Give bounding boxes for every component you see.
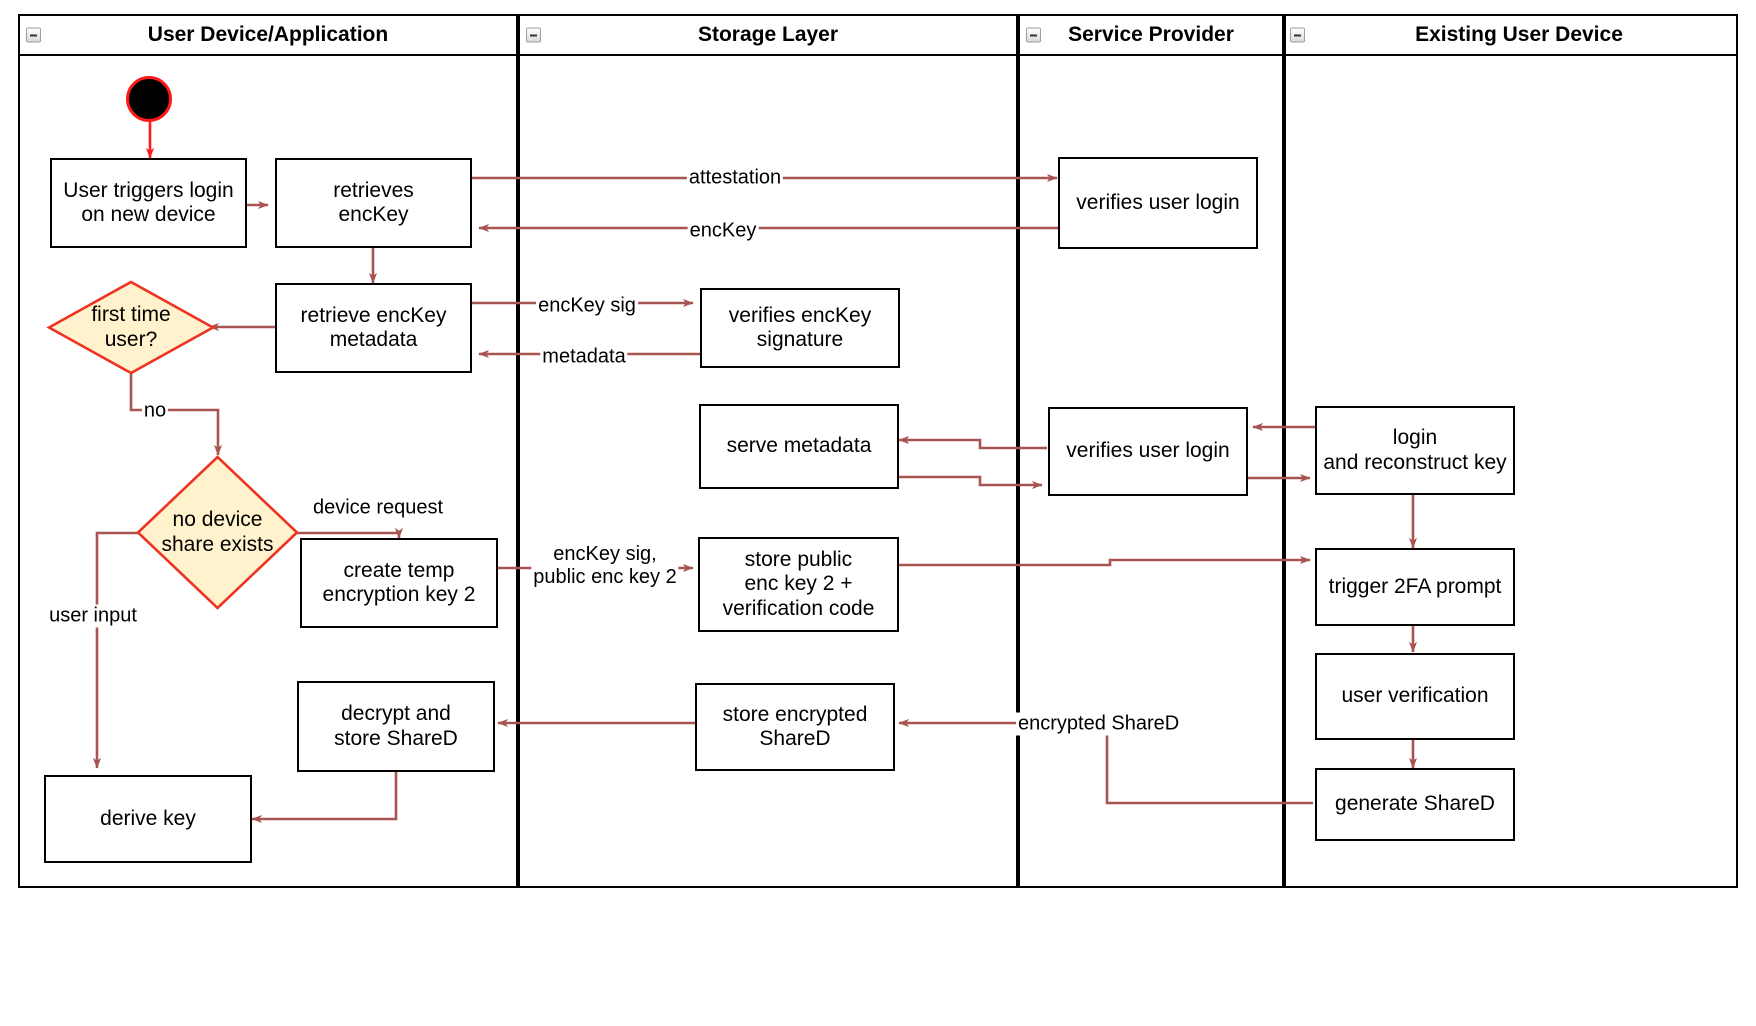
lane-header-user-device[interactable]: User Device/Application (18, 14, 518, 56)
activity-store-encrypted-shared[interactable]: store encrypted ShareD (695, 683, 895, 771)
activity-verifies-enckey-signature[interactable]: verifies encKey signature (700, 288, 900, 368)
activity-serve-metadata[interactable]: serve metadata (699, 404, 899, 489)
collapse-icon-storage[interactable] (526, 27, 541, 43)
collapse-icon-user-device[interactable] (26, 27, 41, 43)
activity-user-verification[interactable]: user verification (1315, 653, 1515, 740)
lane-title-user-device: User Device/Application (147, 23, 389, 46)
activity-trigger-2fa-prompt[interactable]: trigger 2FA prompt (1315, 548, 1515, 626)
activity-store-public-enc-key-2[interactable]: store public enc key 2 + verification co… (698, 537, 899, 632)
edge-label-no: no (141, 399, 169, 423)
lane-header-service[interactable]: Service Provider (1018, 14, 1284, 56)
activity-decrypt-and-store-shared[interactable]: decrypt and store ShareD (297, 681, 495, 772)
edge-label-enckey-sig: encKey sig (536, 294, 638, 318)
activity-generate-shared[interactable]: generate ShareD (1315, 768, 1515, 841)
lane-title-service: Service Provider (1068, 23, 1234, 46)
edge-label-device-request: device request (310, 496, 446, 520)
edge-label-encrypted-shared: encrypted ShareD (1016, 712, 1182, 736)
activity-retrieve-enckey-metadata[interactable]: retrieve encKey metadata (275, 283, 472, 373)
decision-no-device-share-exists[interactable]: no device share exists (136, 455, 299, 610)
lane-header-storage[interactable]: Storage Layer (518, 14, 1018, 56)
activity-verifies-user-login-2[interactable]: verifies user login (1048, 407, 1248, 496)
lane-header-existing-device[interactable]: Existing User Device (1284, 14, 1738, 56)
activity-create-temp-encryption-key-2[interactable]: create temp encryption key 2 (300, 538, 498, 628)
lane-title-storage: Storage Layer (697, 23, 839, 46)
edge-label-enckey-sig-public-enc-key-2: encKey sig, public enc key 2 (531, 543, 679, 589)
edge-label-user-input: user input (47, 604, 139, 628)
activity-retrieves-enckey[interactable]: retrieves encKey (275, 158, 472, 248)
start-node (126, 76, 172, 122)
edge-label-metadata: metadata (540, 345, 628, 369)
collapse-icon-service[interactable] (1026, 27, 1041, 43)
activity-user-triggers-login[interactable]: User triggers login on new device (50, 158, 247, 248)
collapse-icon-existing-device[interactable] (1290, 27, 1305, 43)
decision-first-time-user[interactable]: first time user? (46, 280, 216, 375)
activity-derive-key[interactable]: derive key (44, 775, 252, 863)
edge-label-attestation: attestation (686, 166, 784, 190)
lane-title-existing-device: Existing User Device (1415, 23, 1623, 46)
edge-label-enckey: encKey (687, 219, 759, 243)
activity-verifies-user-login-1[interactable]: verifies user login (1058, 157, 1258, 249)
activity-login-and-reconstruct-key[interactable]: login and reconstruct key (1315, 406, 1515, 495)
